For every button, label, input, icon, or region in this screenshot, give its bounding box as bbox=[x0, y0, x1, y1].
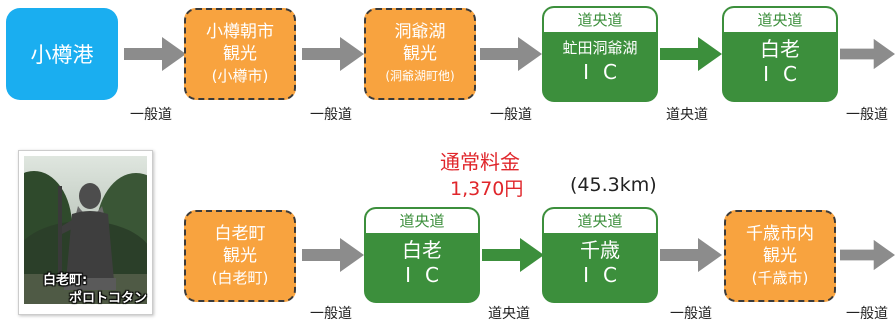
distance-value: (45.3km) bbox=[570, 174, 657, 196]
sightseeing-node-toya-lake: 洞爺湖 観光 (洞爺湖町他) bbox=[364, 8, 476, 100]
road-label: 道央道 bbox=[488, 306, 530, 322]
interchange-name: 白老 bbox=[402, 238, 442, 262]
arrow-local-road bbox=[840, 38, 895, 70]
arrow-local-road bbox=[660, 238, 722, 272]
interchange-code: IC bbox=[583, 60, 631, 84]
expressway-header: 道央道 bbox=[724, 8, 836, 32]
interchange-code: IC bbox=[583, 263, 631, 287]
interchange-node-shiraoi: 道央道 白老 IC bbox=[364, 207, 480, 303]
arrow-expressway bbox=[660, 37, 722, 71]
arrow-local-road bbox=[302, 238, 364, 272]
sightseeing-node-otaru-market: 小樽朝市 観光 (小樽市) bbox=[184, 8, 296, 100]
expressway-header: 道央道 bbox=[544, 209, 656, 233]
start-node-otaru-port: 小樽港 bbox=[6, 8, 118, 100]
node-type: 観光 bbox=[223, 246, 257, 266]
road-label: 一般道 bbox=[310, 107, 352, 123]
node-area: (洞爺湖町他) bbox=[385, 69, 455, 83]
interchange-node-abuta-toyako: 道央道 虻田洞爺湖 IC bbox=[542, 6, 658, 102]
interchange-code: IC bbox=[763, 62, 811, 86]
interchange-code: IC bbox=[405, 263, 453, 287]
photo-caption: ポロトコタン bbox=[69, 291, 148, 306]
normal-fare-value: 1,370円 bbox=[450, 178, 524, 200]
arrow-local-road bbox=[302, 37, 364, 71]
node-name: 白老町 bbox=[214, 224, 266, 244]
node-name: 千歳市内 bbox=[746, 224, 814, 244]
sightseeing-node-shiraoi: 白老町 観光 (白老町) bbox=[184, 210, 296, 302]
road-label: 一般道 bbox=[130, 107, 172, 123]
normal-fare-label: 通常料金 bbox=[440, 150, 520, 174]
interchange-name: 千歳 bbox=[580, 238, 620, 262]
arrow-local-road bbox=[124, 37, 186, 71]
expressway-header: 道央道 bbox=[544, 8, 656, 32]
arrow-local-road bbox=[840, 239, 895, 271]
interchange-name: 虻田洞爺湖 bbox=[562, 39, 638, 57]
node-area: (千歳市) bbox=[751, 269, 809, 287]
statue-photo-image bbox=[24, 156, 147, 304]
road-label: 一般道 bbox=[846, 107, 888, 123]
road-label: 一般道 bbox=[670, 306, 712, 322]
interchange-node-chitose: 道央道 千歳 IC bbox=[542, 207, 658, 303]
node-area: (白老町) bbox=[211, 269, 269, 287]
node-type: 観光 bbox=[223, 44, 257, 64]
road-label: 道央道 bbox=[666, 107, 708, 123]
node-name: 洞爺湖 bbox=[394, 22, 446, 42]
photo-caption: 白老町: bbox=[43, 273, 88, 288]
interchange-node-shiraoi: 道央道 白老 IC bbox=[722, 6, 838, 102]
node-type: 観光 bbox=[763, 246, 797, 266]
road-label: 一般道 bbox=[490, 107, 532, 123]
photo-shiraoi-poroto-kotan: 白老町: ポロトコタン bbox=[18, 150, 153, 315]
arrow-local-road bbox=[480, 37, 542, 71]
road-label: 一般道 bbox=[310, 306, 352, 322]
expressway-header: 道央道 bbox=[366, 209, 478, 233]
road-label: 一般道 bbox=[846, 306, 888, 322]
start-node-label: 小樽港 bbox=[30, 43, 94, 67]
node-name: 小樽朝市 bbox=[206, 22, 274, 42]
interchange-name: 白老 bbox=[760, 37, 800, 61]
node-type: 観光 bbox=[403, 44, 437, 64]
arrow-expressway bbox=[482, 238, 544, 272]
node-area: (小樽市) bbox=[211, 67, 269, 85]
sightseeing-node-chitose: 千歳市内 観光 (千歳市) bbox=[724, 210, 836, 302]
